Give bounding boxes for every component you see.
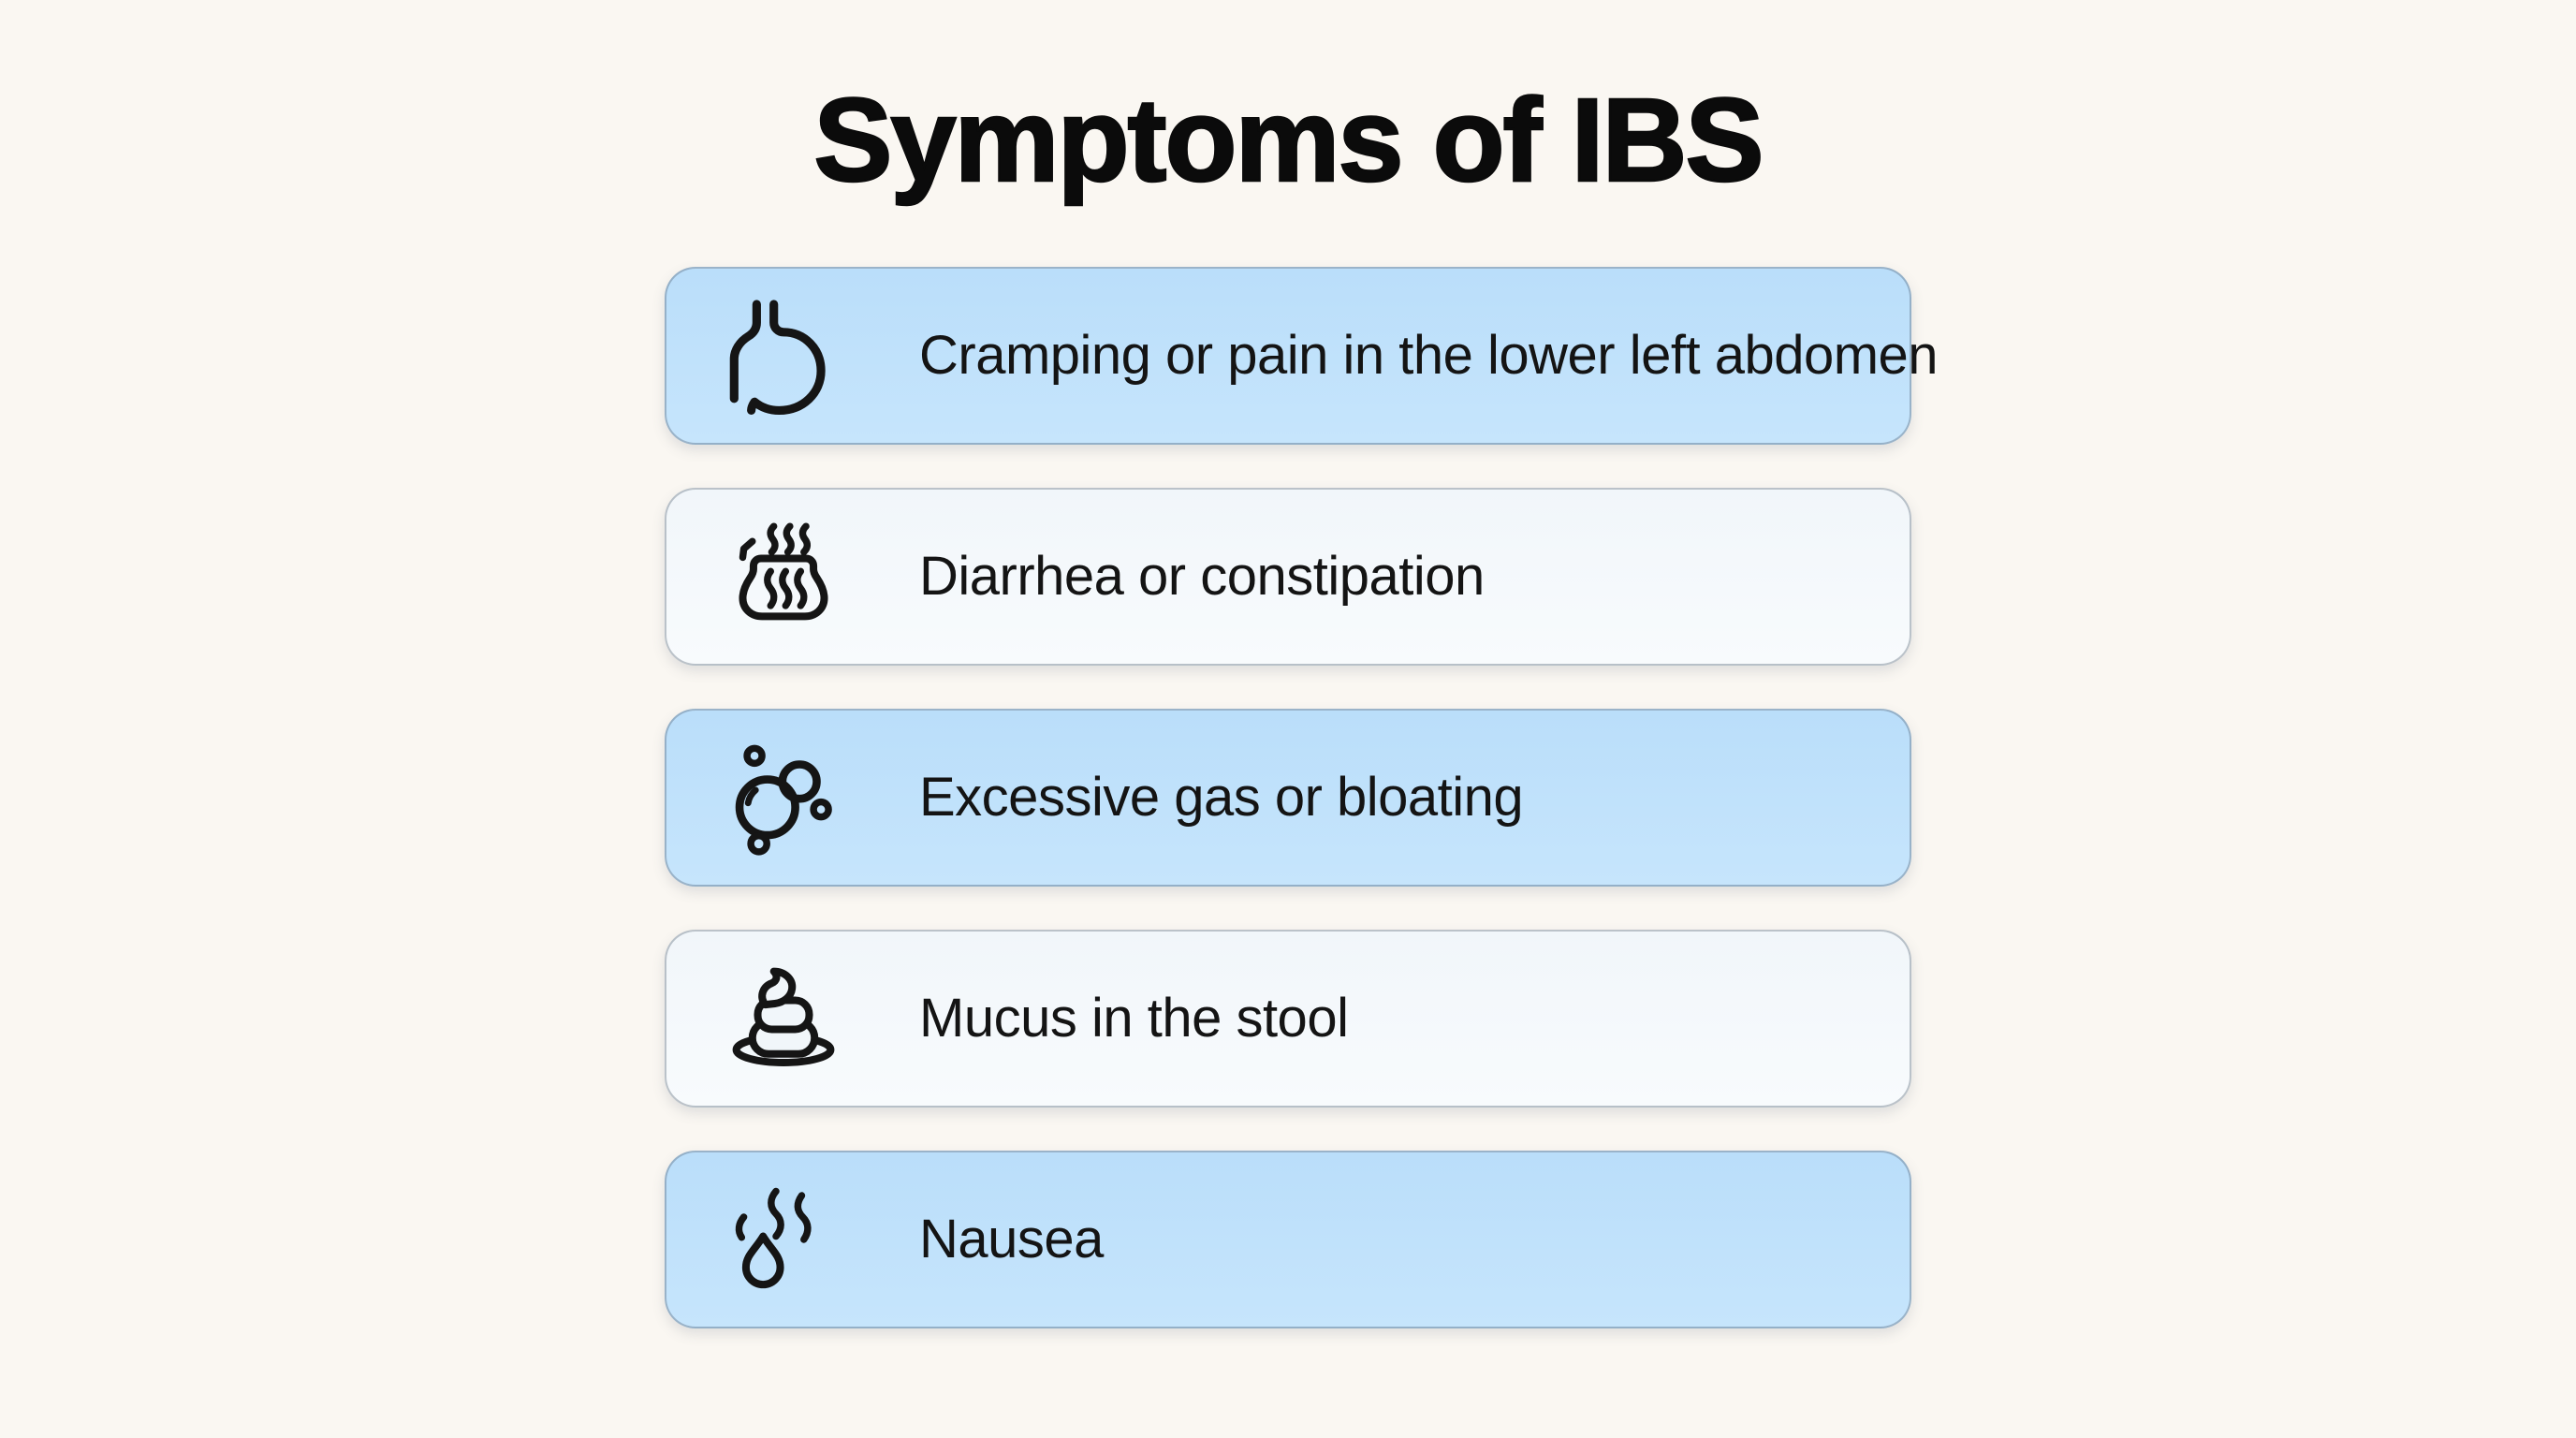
steaming-bowel-icon xyxy=(724,513,842,640)
gas-bubbles-icon xyxy=(724,734,842,861)
symptom-card-cramping: Cramping or pain in the lower left abdom… xyxy=(665,266,1939,445)
symptom-label: Nausea xyxy=(919,1209,1104,1270)
stomach-icon xyxy=(724,292,842,419)
nausea-drop-icon xyxy=(724,1176,842,1303)
symptom-card-gas: Excessive gas or bloating xyxy=(665,708,1911,887)
symptom-label: Excessive gas or bloating xyxy=(919,767,1524,829)
stool-icon xyxy=(724,955,842,1082)
symptom-label: Mucus in the stool xyxy=(919,988,1349,1049)
symptom-card-diarrhea: Diarrhea or constipation xyxy=(665,487,1911,666)
page-title: Symptoms of IBS xyxy=(812,73,1765,207)
symptom-card-nausea: Nausea xyxy=(665,1150,1911,1328)
symptom-label: Cramping or pain in the lower left abdom… xyxy=(919,325,1939,387)
symptom-label: Diarrhea or constipation xyxy=(919,546,1485,608)
symptom-card-mucus: Mucus in the stool xyxy=(665,929,1911,1108)
symptom-list: Cramping or pain in the lower left abdom… xyxy=(665,266,1939,1328)
